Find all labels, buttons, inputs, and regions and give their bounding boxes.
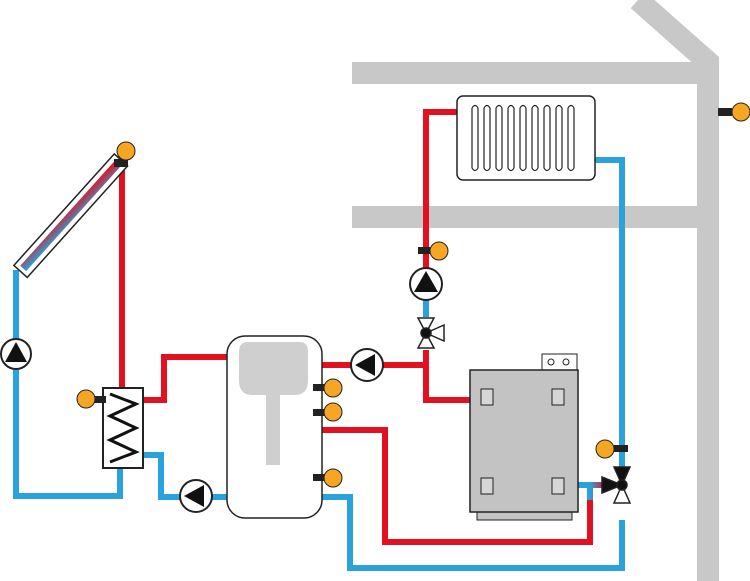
pump-icon	[5, 342, 27, 362]
storage-tank-icon	[239, 342, 308, 465]
exchanger-sensor	[76, 389, 106, 409]
pump-icon	[414, 271, 438, 292]
exchanger-loading-pump	[179, 479, 213, 513]
radiator	[456, 95, 596, 181]
pump-icon	[184, 485, 204, 507]
pump-icon	[355, 354, 375, 376]
radiator-icon	[471, 104, 575, 172]
heat-exchanger-icon	[106, 392, 140, 464]
three-way-valve-icon	[416, 317, 445, 349]
heating-circuit-pump	[409, 267, 443, 301]
boiler	[469, 353, 579, 521]
tank-discharge-pump	[350, 348, 384, 382]
boiler-return-sensor	[595, 439, 628, 459]
tank-sensor-bottom	[313, 468, 343, 488]
solar-circuit-pump	[0, 338, 32, 370]
three-way-valve-icon	[601, 466, 632, 504]
tank-sensor-top	[313, 378, 343, 398]
heating-mixing-valve	[416, 317, 445, 349]
solar-heat-exchanger	[102, 387, 144, 469]
solar-panel-icon	[12, 152, 129, 279]
tank-sensor-middle	[313, 402, 343, 422]
house-outline	[352, 0, 719, 581]
boiler-return-valve	[601, 466, 632, 504]
heating-pump-sensor	[418, 241, 449, 261]
outdoor-sensor-icon	[718, 102, 750, 122]
collector-sensor	[114, 141, 136, 167]
buffer-tank	[226, 335, 323, 519]
cold-pipes	[13, 157, 625, 571]
